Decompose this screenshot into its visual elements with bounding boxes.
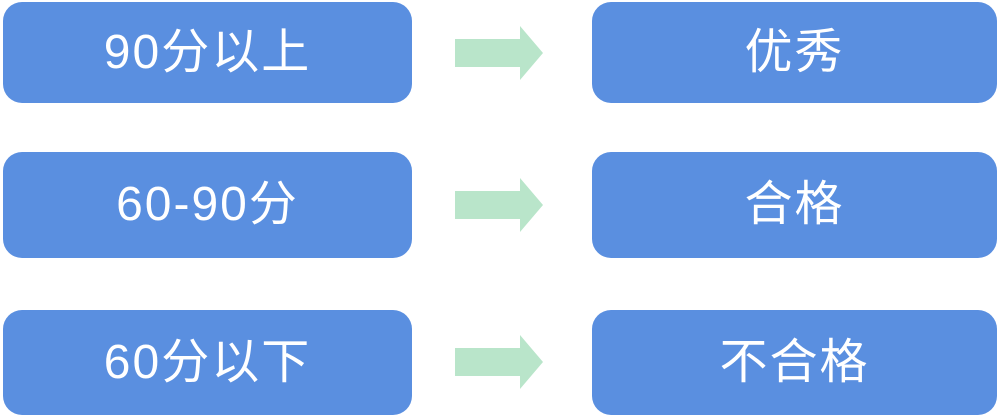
score-range-box: 60-90分 [3, 152, 412, 258]
arrow-right-icon [455, 178, 543, 232]
grade-label: 优秀 [744, 25, 845, 79]
grade-label: 合格 [744, 178, 845, 231]
score-range-box: 60分以下 [3, 310, 412, 415]
score-range-label: 90分以上 [103, 25, 312, 79]
score-range-label: 60分以下 [103, 335, 312, 389]
grade-box: 优秀 [592, 2, 997, 103]
score-range-box: 90分以上 [3, 2, 412, 103]
arrow-right-icon [455, 26, 543, 80]
arrow-right-icon [455, 335, 543, 389]
grade-label: 不合格 [719, 335, 870, 389]
score-range-label: 60-90分 [116, 178, 299, 231]
grade-box: 合格 [592, 152, 997, 258]
grade-box: 不合格 [592, 310, 997, 415]
